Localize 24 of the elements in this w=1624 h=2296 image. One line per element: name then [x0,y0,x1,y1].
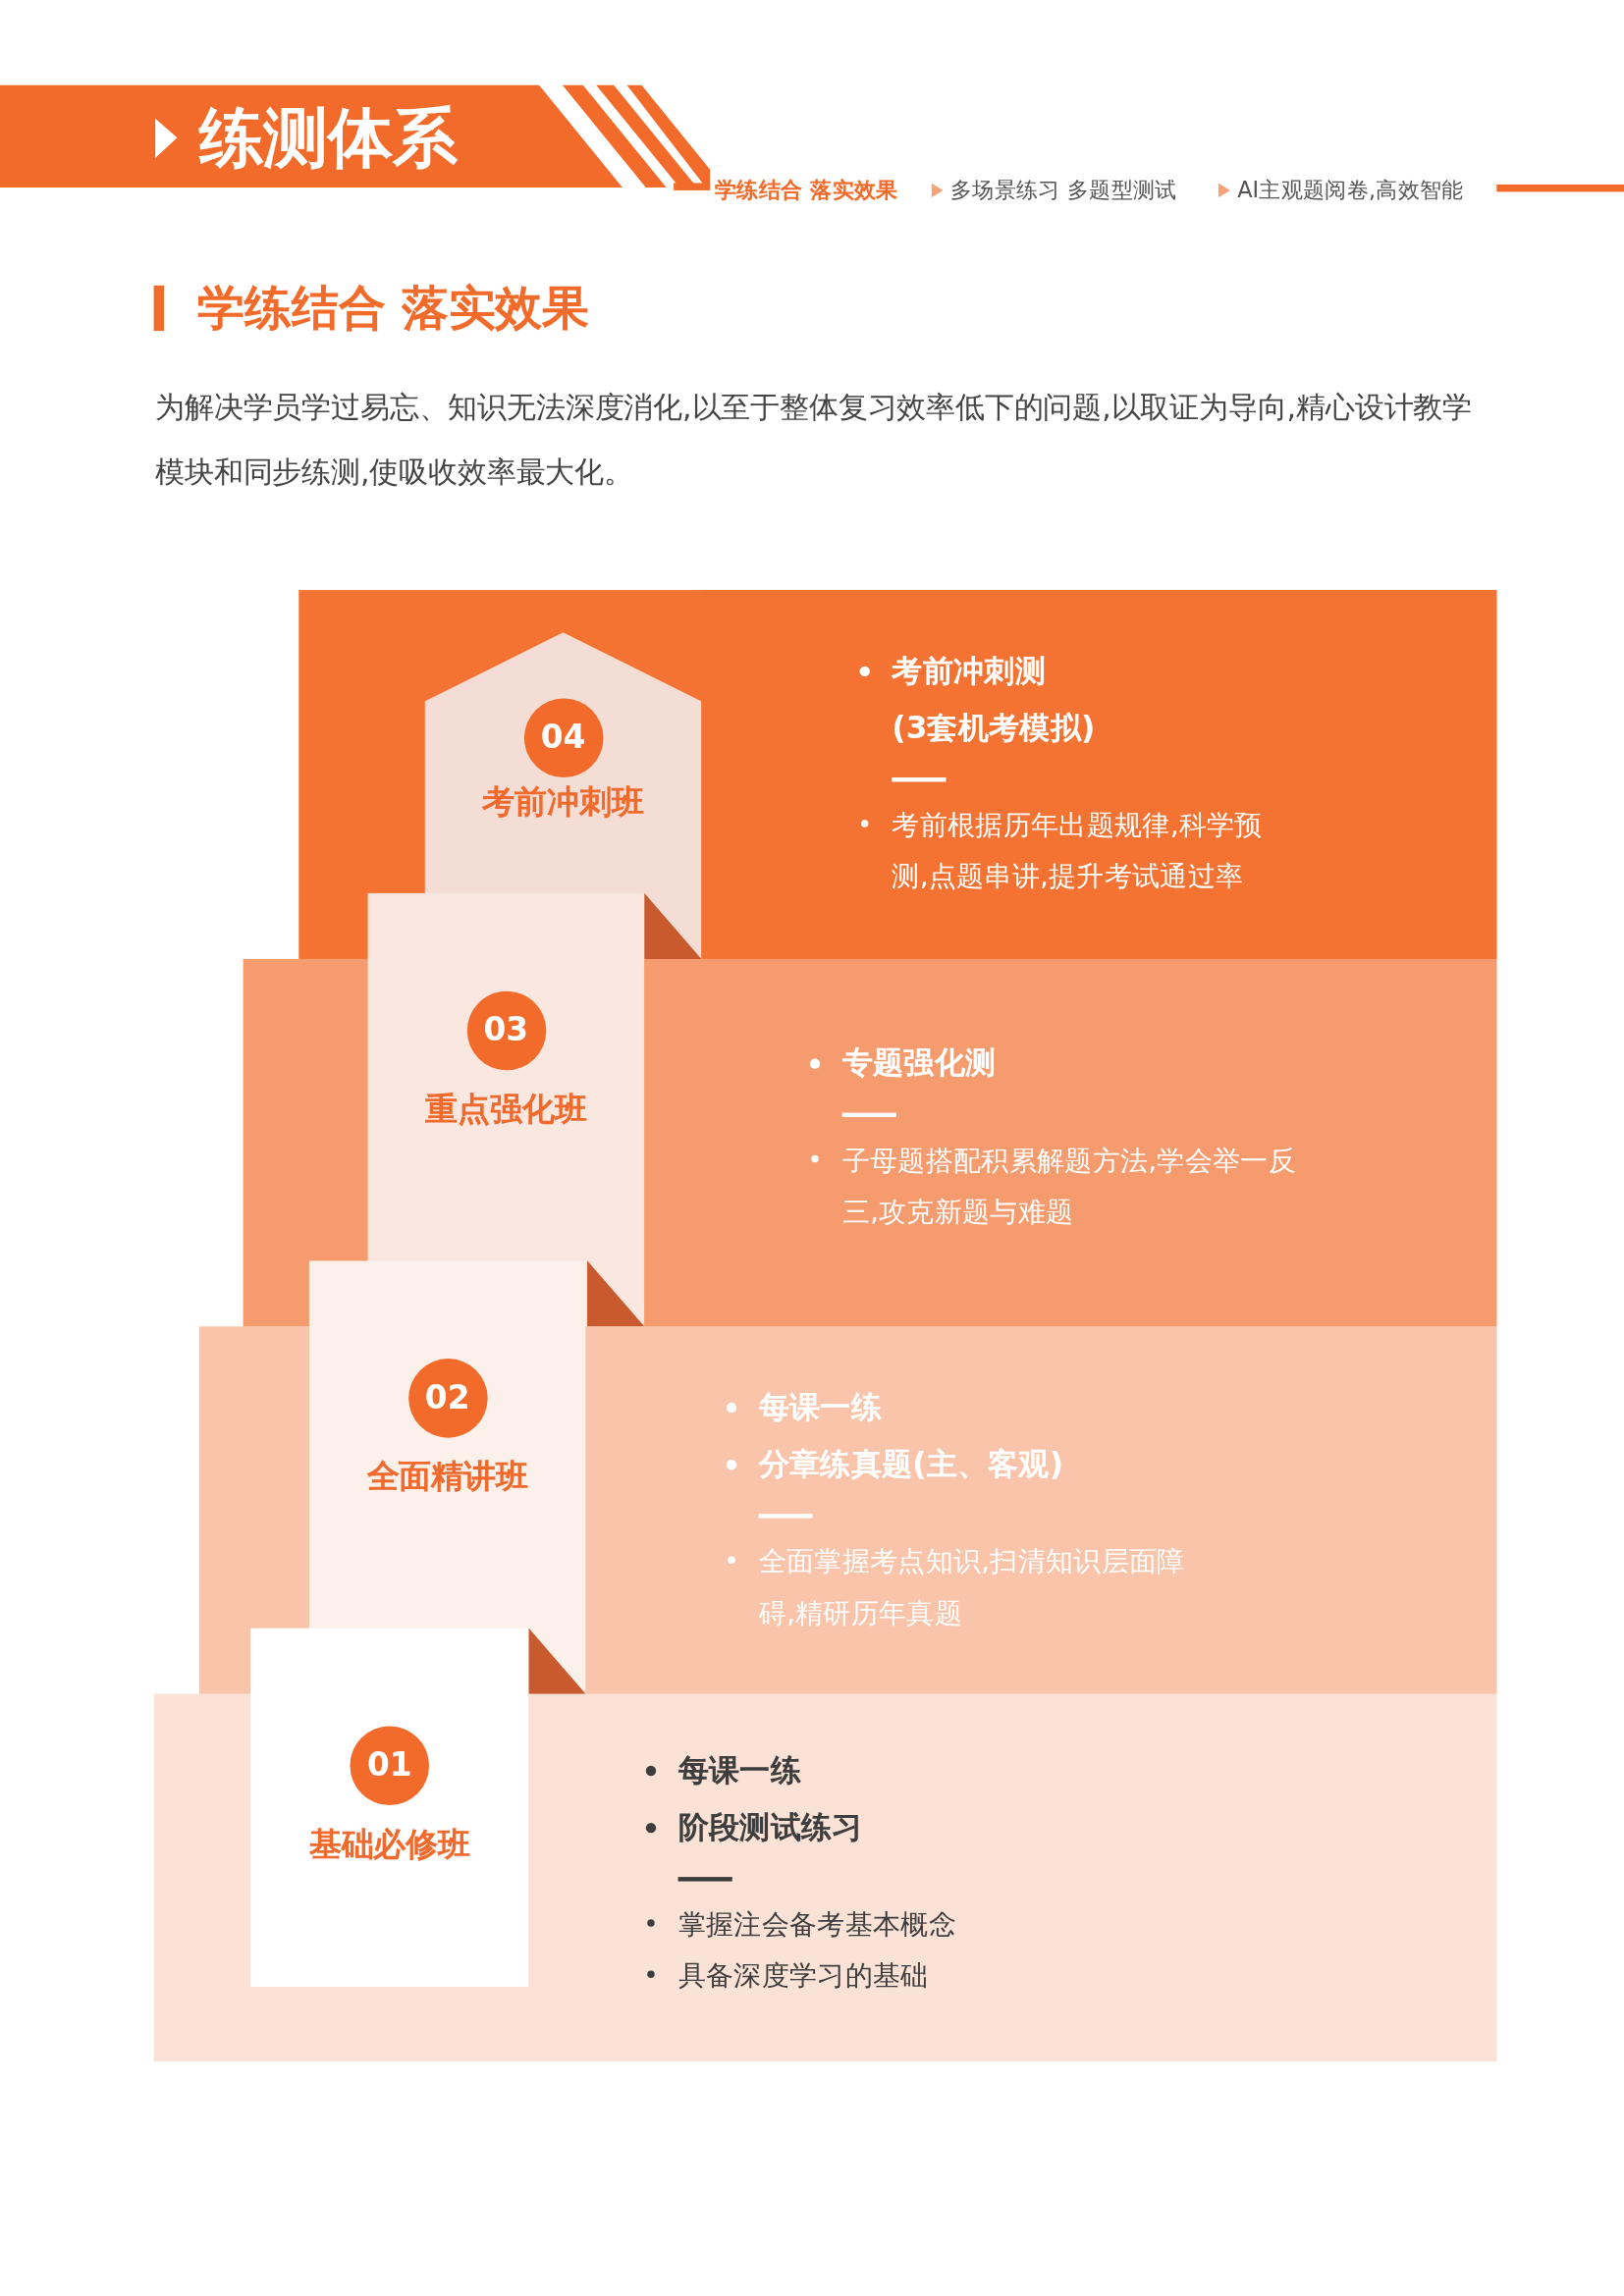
step-card [250,1628,529,1987]
tagline-text: 学练结合 落实效果 [714,176,898,206]
tagline-text: 多场景练习 多题型测试 [950,176,1177,206]
bullet-text: 考前根据历年出题规律,科学预测,点题串讲,提升考试通过率 [859,799,1280,902]
step-band [702,590,1497,959]
bullet-text: 掌握注会备考基本概念 [645,1898,1265,1950]
highlight-item: 分章练真题(主、客观) [726,1436,1203,1494]
step-band [587,1326,1497,1694]
step-title: 考前冲刺班 [481,781,645,823]
highlight-item: 每课一练 [645,1741,1265,1800]
section-heading: 学练结合 落实效果 [197,278,589,338]
tagline-text: AI主观题阅卷,高效智能 [1237,176,1464,206]
step-title: 基础必修班 [307,1824,471,1865]
step-title: 全面精讲班 [365,1457,529,1497]
intro-paragraph: 为解决学员学过易忘、知识无法深度消化,以至于整体复习效率低下的问题,以取证为导向,精心设计教学模块和同步练测,使吸收效率最大化。 [155,388,1474,492]
highlight-item: 每课一练 [726,1379,1203,1437]
bullet-text: 子母题搭配积累解题方法,学会举一反三,攻克新题与难题 [809,1134,1314,1238]
step-title: 重点强化班 [424,1090,588,1130]
highlight-item: 阶段测试练习 [645,1799,1265,1857]
page-title: 练测体系 [198,98,458,177]
bullet-text: 具备深度学习的基础 [645,1949,1265,2002]
highlight-item: 专题强化测 [809,1035,1314,1093]
bullet-text: 全面掌握考点知识,扫清知识层面障碍,精研历年真题 [726,1535,1203,1638]
highlight-item: 考前冲刺测(3套机考模拟) [859,642,1141,758]
